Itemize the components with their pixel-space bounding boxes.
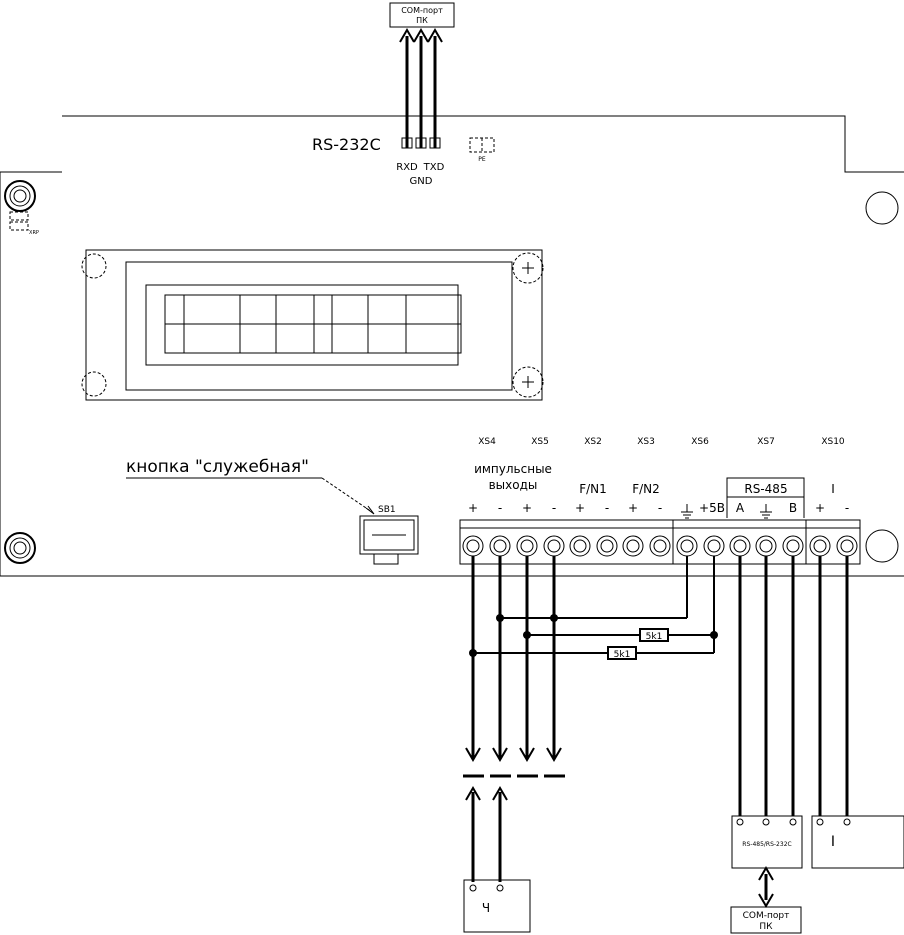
fn1-label: F/N1 [579,482,607,496]
plus5v-label: +5В [699,501,725,515]
pulse-outputs-label-line2: выходы [489,478,538,492]
resistor-1: 5k1 [639,628,669,642]
device-ch-label: Ч [482,901,490,915]
connector-label-xs10: XS10 [821,437,845,447]
pin-sign: + [628,501,638,515]
connector-label-xs7: XS7 [757,437,775,447]
xrp-label: XRP [29,230,39,236]
rs232-wires [399,28,443,148]
pin-sign: - [658,501,662,515]
connector-labels: XS4 XS5 XS2 XS3 XS6 XS7 XS10 [478,437,845,447]
converter-label: RS-485/RS-232C [742,841,791,848]
pin-signs: + - + - + - + - + - [468,501,849,515]
service-button-sb1: SB1 [359,505,419,565]
com-port-top: COM-порт ПК [389,2,455,28]
device-ch: Ч [463,879,531,933]
rs485-header: RS-485 [726,477,805,518]
com-port-top-line1: COM-порт [401,6,443,15]
mounting-hole-top-right [865,191,899,225]
connector-label-xs6: XS6 [691,437,709,447]
device-ch-wires [465,786,508,882]
pin-sign: + [522,501,532,515]
mounting-hole-bottom-left [4,532,36,564]
rs232-connector [401,137,441,149]
xrp-jumper: XRP [9,211,39,236]
rs485-wires [738,556,795,816]
txd-label: TXD [423,162,445,173]
gnd-label: GND [410,176,433,187]
connector-label-xs5: XS5 [531,437,549,447]
pin-sign: + [468,501,478,515]
fn2-label: F/N2 [632,482,660,496]
pe-jumper: PE [469,137,495,163]
rs485-a-label: A [736,501,745,515]
service-button-leader [126,477,375,515]
pin-sign: - [498,501,502,515]
mounting-hole-top-left [4,180,36,212]
connector-label-xs2: XS2 [584,437,602,447]
pe-label: PE [478,156,486,163]
device-i: I [811,815,904,869]
mounting-hole-bottom-right [865,529,899,563]
pin-sign: - [605,501,609,515]
service-button-label: кнопка "служебная" [126,457,309,477]
rs485-converter: RS-485/RS-232C [731,815,803,869]
terminal-screws [462,535,858,557]
rs485-label: RS-485 [744,482,787,496]
resistor-2-label: 5k1 [614,650,631,660]
pin-sign: + [575,501,585,515]
resistor-2: 5k1 [607,646,637,660]
rs232-label: RS-232C [312,135,381,154]
lcd-display [81,249,544,401]
ground-symbol-xs7 [760,504,772,519]
pulse-outputs-label-line1: импульсные [474,462,552,476]
com-port-bottom-line1: COM-порт [743,911,790,921]
i-output-label: I [831,482,835,496]
device-i-label: I [831,834,835,850]
terminal-block [459,519,861,565]
board-outline [0,115,904,577]
connector-label-xs3: XS3 [637,437,655,447]
pin-sign: - [845,501,849,515]
pin-sign: - [552,501,556,515]
i-output-wires [818,556,849,816]
sb1-label: SB1 [378,505,396,515]
com-port-bottom: COM-порт ПК [730,906,802,934]
connector-label-xs4: XS4 [478,437,496,447]
pulse-output-wires [465,556,562,762]
resistor-1-label: 5k1 [646,632,663,642]
com-port-top-line2: ПК [416,16,428,25]
rxd-label: RXD [396,162,418,173]
bus-connections [469,556,718,657]
ground-symbol-xs6 [681,504,693,519]
com-port-bottom-line2: ПК [759,922,773,932]
pin-sign: + [815,501,825,515]
converter-com-link [758,866,774,908]
rs485-b-label: B [789,501,797,515]
